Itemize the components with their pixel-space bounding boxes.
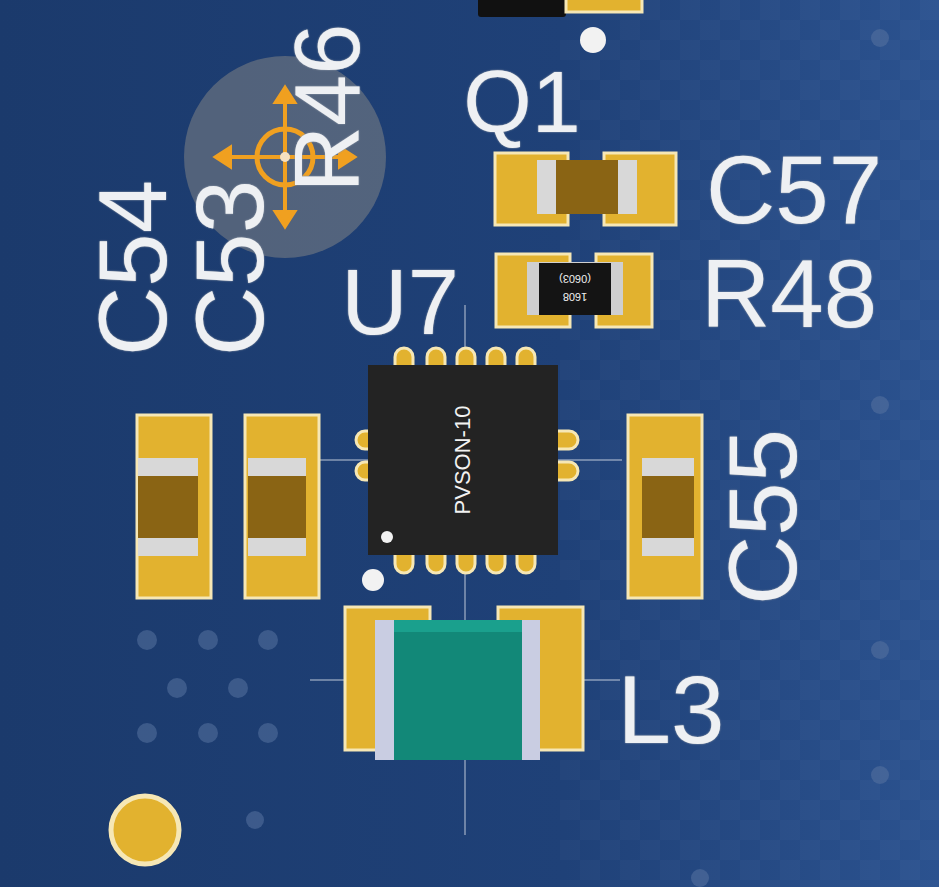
ref-designator: U7 [341, 256, 459, 348]
resistor-terminal [527, 263, 539, 315]
pin1-dot [362, 569, 384, 591]
ref-designator: R48 [701, 246, 877, 342]
capacitor-symbol [628, 415, 702, 598]
pin1-dot [580, 27, 606, 53]
via-field [137, 29, 889, 887]
capacitor-symbol [137, 415, 211, 598]
ic-pins [356, 348, 578, 573]
pin1-dot [381, 531, 393, 543]
part-marking: (0603) [559, 273, 591, 284]
ref-designator: Q1 [463, 58, 580, 146]
resistor-terminal [611, 263, 623, 315]
component-body [478, 0, 566, 17]
ref-designator: C54 [85, 180, 181, 356]
ref-designator: C55 [715, 429, 811, 605]
resistor-symbol [496, 254, 652, 327]
part-marking: 1608 [563, 291, 587, 302]
ref-designator: L3 [618, 662, 725, 758]
capacitor-symbol [495, 153, 676, 225]
test-pad [111, 796, 179, 864]
ic-package: U7PVSON-10 [368, 365, 558, 555]
part-marking: PVSON-10 [452, 406, 474, 515]
inductor-symbol [345, 607, 583, 760]
ref-designator: C53 [182, 180, 278, 356]
resistor-body: (0603) 1608 [527, 263, 623, 315]
ref-designator: C57 [706, 142, 882, 238]
ref-designator: R46 [281, 24, 373, 193]
pad [566, 0, 642, 12]
fiber-texture [560, 0, 939, 887]
capacitor-symbol [245, 415, 319, 598]
center-lines [310, 305, 622, 835]
